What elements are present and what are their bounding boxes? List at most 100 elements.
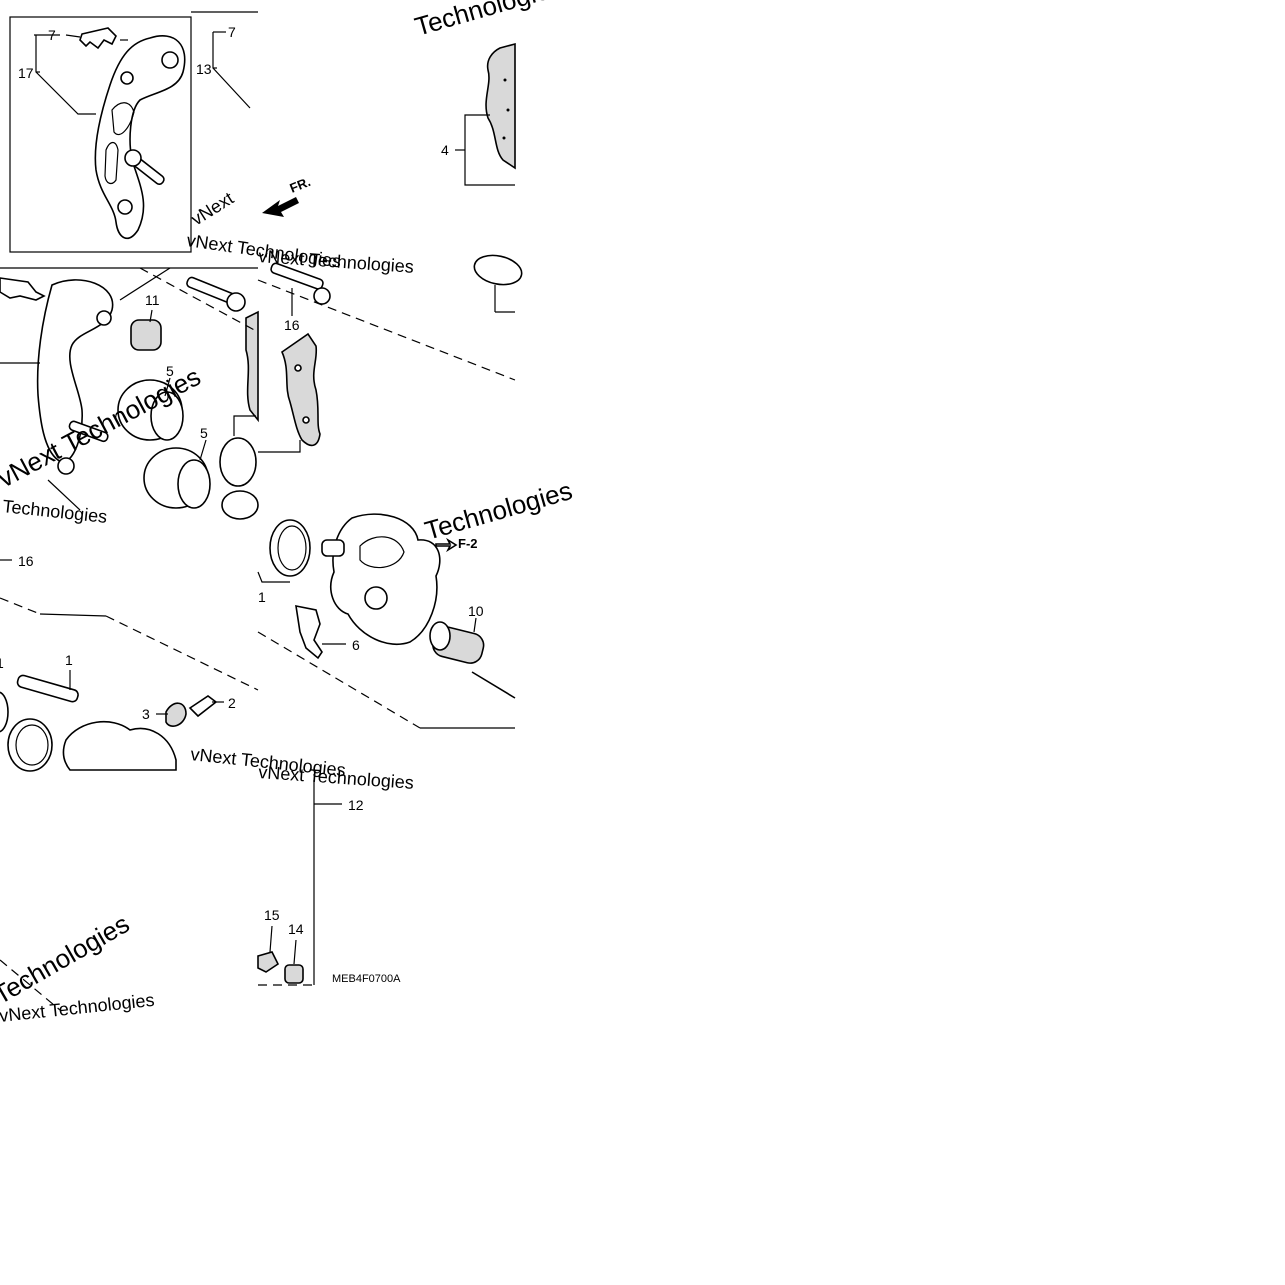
watermark: Technologies [411,0,565,42]
caliper-bore [364,586,388,610]
guide-line [39,613,107,617]
bleeder-screw [257,951,280,973]
watermark: Technologies [421,475,575,546]
leader-pad [233,415,256,436]
bracket-web [111,102,135,136]
callout-16a: 16 [284,317,300,333]
caliper-bracket-partial [36,279,114,463]
front-direction-arrow [262,197,299,217]
pad-dot [503,78,507,82]
leader-13 [212,32,251,109]
piston-face [150,391,184,441]
piston-seal [7,718,53,772]
callout-16b: 16 [18,553,34,569]
caliper-bolt-head [226,292,246,312]
guide-dash [257,279,516,381]
callout-15: 15 [264,907,280,923]
guide-dash [0,959,61,1011]
leader-5b [199,439,207,461]
slide-pin [68,420,109,443]
pad-pin-bolt [270,262,324,290]
caliper-boss [321,539,345,557]
callout-14: 14 [288,921,304,937]
leader-17 [35,35,96,115]
pad-dot [506,108,510,112]
tile-bracket-assembly: 7 17 7 13 FR. vNext Technologies vNext [9,11,342,272]
callout-7b: 7 [228,24,236,40]
guide-dash [257,631,421,729]
brake-pad-edge [245,310,259,423]
pad-hole [302,416,310,424]
guide-line [139,267,259,333]
bleeder-cap-3 [165,702,187,727]
leader-5a [164,377,171,397]
bracket-inset-frame [9,16,192,253]
guide-dash [105,615,259,691]
bleeder-cap-14 [284,964,304,984]
callout-17: 17 [18,65,34,81]
guide-line [47,479,81,511]
piston-seal-ring [473,254,523,286]
leader-15 [269,925,273,953]
callout-1b: 1 [0,655,4,671]
bracket-hole-top [161,51,179,69]
bracket-pin-collar [124,149,142,167]
callout-5b: 5 [200,425,208,441]
tile-bleeder: 16 1 1 3 2 vNext Technologies [0,553,347,780]
pad-retainer [295,604,323,660]
bracket-slot [104,141,119,185]
bleeder-cap [130,319,162,351]
callout-13: 13 [196,61,212,77]
piston-seal [269,519,311,577]
pad-dot [502,136,506,140]
piston-seal-inner [277,525,307,571]
leader-pad-inner [258,440,301,453]
drawing-code: MEB4F0700A [332,973,401,985]
slide-rod [471,671,516,699]
brake-pad-outer [485,42,516,170]
tile-brake-pads: Technologies 4 [411,0,566,313]
guide-line [119,267,171,301]
brake-pad-inner [281,332,321,447]
leader-1a [257,571,290,583]
caliper-body [330,513,441,646]
caliper-bracket [94,35,186,240]
reference-label: F-2 [458,536,478,551]
pad-hole [294,364,302,372]
bracket-hole [96,310,112,326]
caliper-body-partial [62,721,177,771]
callout-12: 12 [348,797,364,813]
bracket-hole-low [117,199,133,215]
piston-face [177,459,211,509]
slide-pin-8 [16,674,79,703]
pad-pin-head [313,287,331,305]
callout-6: 6 [352,637,360,653]
callout-1a: 1 [258,589,266,605]
tile-caliper-body: Technologies 1 F-2 6 10 [257,475,576,729]
piston-seal-inner [15,724,49,766]
watermark: vNext [188,188,238,229]
tile-bleeder-parts: vNext Technologies 12 15 14 MEB4F0700A T… [0,762,415,1026]
bleeder-valve [188,695,218,718]
leader-7a-b [65,34,81,38]
bracket-hole [57,457,75,475]
leader-11 [149,309,153,323]
callout-5a: 5 [166,363,174,379]
slide-pin-collar [429,621,451,651]
callout-2: 2 [228,695,236,711]
callout-3: 3 [142,706,150,722]
pad-clip-partial [0,277,46,301]
watermark: Technologies [2,496,109,527]
callout-7a: 7 [48,27,56,43]
bracket-hole-mid [120,71,134,85]
direction-label: FR. [288,174,313,196]
callout-11: 11 [145,292,160,308]
callout-4: 4 [441,142,449,158]
pad-spring-clip [79,27,117,50]
tile-inner-pad: vNext Technologies 16 [257,246,516,453]
leader-14 [293,939,297,965]
caliper-lobe [359,536,405,569]
watermark: vNext Technologies [258,762,415,793]
guide-dash [0,597,41,615]
